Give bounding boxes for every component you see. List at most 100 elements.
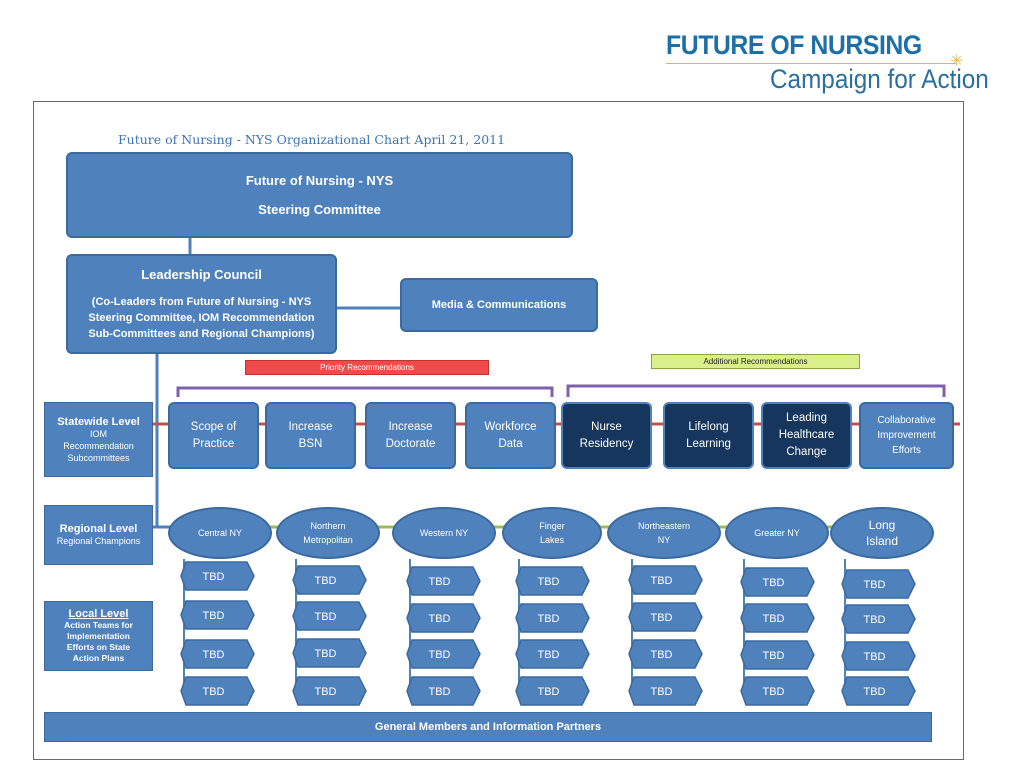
region-line-1: Western NY xyxy=(419,528,469,538)
statewide-level-title: Statewide Level xyxy=(57,415,140,428)
tbd-hexagon: TBD xyxy=(740,603,815,633)
tbd-hexagon: TBD xyxy=(515,676,590,706)
recommendation-box: Collaborative Improvement Efforts xyxy=(859,402,954,469)
tbd-label: TBD xyxy=(651,649,673,661)
rec-line-1: Collaborative xyxy=(877,415,936,426)
rec-line-3: Efforts xyxy=(892,445,921,456)
rec-line-1: Increase xyxy=(288,420,333,433)
tbd-label: TBD xyxy=(864,651,886,663)
logo-tagline: Campaign for Action xyxy=(770,64,989,94)
tbd-label: TBD xyxy=(429,686,451,698)
tbd-label: TBD xyxy=(763,686,785,698)
rec-line-2: Practice xyxy=(192,437,235,450)
tbd-hexagon: TBD xyxy=(406,566,481,596)
tbd-label: TBD xyxy=(864,579,886,591)
recommendation-box: Scope of Practice xyxy=(168,402,259,469)
tbd-hexagon: TBD xyxy=(515,639,590,669)
rec-line-1: Scope of xyxy=(190,420,237,433)
rec-line-2: Doctorate xyxy=(385,437,436,450)
recommendation-box: Lifelong Learning xyxy=(663,402,754,469)
tbd-label: TBD xyxy=(538,576,560,588)
regional-level-title: Regional Level xyxy=(59,523,138,535)
tbd-hexagon: TBD xyxy=(841,569,916,599)
tbd-hexagon: TBD xyxy=(515,566,590,596)
tbd-label: TBD xyxy=(864,686,886,698)
tbd-label: TBD xyxy=(763,613,785,625)
logo-star-icon: ✳ xyxy=(950,53,964,70)
region-line-1: Northeastern xyxy=(637,521,691,531)
rec-line-2: Data xyxy=(498,437,523,450)
rec-line-3: Change xyxy=(786,446,827,458)
leadership-line-3: Sub-Committees and Regional Champions) xyxy=(88,327,315,340)
tbd-label: TBD xyxy=(763,577,785,589)
rec-line-2: Residency xyxy=(579,437,634,450)
additional-recommendations-label: Additional Recommendations xyxy=(651,354,860,369)
tbd-label: TBD xyxy=(651,686,673,698)
tbd-label: TBD xyxy=(203,649,225,661)
local-desc-1: Action Teams for xyxy=(64,620,133,630)
region-line-1: Finger xyxy=(539,521,565,531)
statewide-level-box: Statewide Level IOM Recommendation Subco… xyxy=(44,402,153,477)
tbd-label: TBD xyxy=(651,575,673,587)
rec-line-2: Learning xyxy=(686,437,731,450)
region-line-2: Island xyxy=(865,534,899,548)
tbd-hexagon: TBD xyxy=(180,676,255,706)
rec-line-1: Leading xyxy=(786,412,827,424)
region-line-1: Central NY xyxy=(197,528,242,538)
statewide-desc-2: Recommendation xyxy=(63,440,134,451)
tbd-hexagon: TBD xyxy=(292,565,367,595)
tbd-label: TBD xyxy=(315,611,337,623)
tbd-hexagon: TBD xyxy=(841,676,916,706)
recommendation-box: Workforce Data xyxy=(465,402,556,469)
local-level-title: Local Level xyxy=(68,608,129,620)
region-line-2: NY xyxy=(657,535,671,545)
tbd-label: TBD xyxy=(538,649,560,661)
tbd-hexagon: TBD xyxy=(406,639,481,669)
local-desc-2: Implementation xyxy=(67,631,130,641)
local-desc-4: Action Plans xyxy=(72,653,125,663)
leadership-title: Leadership Council xyxy=(141,266,262,282)
priority-recommendations-label: Priority Recommendations xyxy=(245,360,489,375)
tbd-hexagon: TBD xyxy=(740,676,815,706)
rec-line-1: Increase xyxy=(388,420,433,433)
tbd-hexagon: TBD xyxy=(406,676,481,706)
tbd-hexagon: TBD xyxy=(292,638,367,668)
region-ellipse: Greater NY xyxy=(725,507,829,559)
recommendation-box: Increase BSN xyxy=(265,402,356,469)
tbd-label: TBD xyxy=(315,648,337,660)
general-members-bar: General Members and Information Partners xyxy=(44,712,932,742)
tbd-hexagon: TBD xyxy=(515,603,590,633)
region-line-1: Long xyxy=(868,518,896,532)
tbd-hexagon: TBD xyxy=(406,603,481,633)
rec-line-1: Lifelong xyxy=(688,420,729,433)
tbd-label: TBD xyxy=(538,686,560,698)
tbd-label: TBD xyxy=(315,575,337,587)
local-level-box: Local Level Action Teams for Implementat… xyxy=(44,601,153,671)
rec-line-1: Nurse xyxy=(591,420,622,433)
region-ellipse: Western NY xyxy=(392,507,496,559)
chart-title: Future of Nursing - NYS Organizational C… xyxy=(118,132,506,147)
tbd-label: TBD xyxy=(429,576,451,588)
regional-desc-1: Regional Champions xyxy=(56,536,141,546)
tbd-hexagon: TBD xyxy=(292,601,367,631)
tbd-label: TBD xyxy=(864,614,886,626)
steering-committee-box: Future of Nursing - NYS Steering Committ… xyxy=(66,152,573,238)
tbd-hexagon: TBD xyxy=(180,561,255,591)
tbd-hexagon: TBD xyxy=(740,640,815,670)
region-line-1: Northern xyxy=(310,521,346,531)
tbd-label: TBD xyxy=(429,649,451,661)
tbd-hexagon: TBD xyxy=(628,565,703,595)
tbd-label: TBD xyxy=(763,650,785,662)
tbd-hexagon: TBD xyxy=(628,639,703,669)
tbd-label: TBD xyxy=(429,613,451,625)
region-line-2: Lakes xyxy=(539,535,564,545)
chart-frame xyxy=(33,101,964,760)
statewide-desc-3: Subcommittees xyxy=(67,452,130,463)
tbd-hexagon: TBD xyxy=(628,676,703,706)
tbd-label: TBD xyxy=(203,571,225,583)
rec-line-2: Healthcare xyxy=(778,429,835,441)
